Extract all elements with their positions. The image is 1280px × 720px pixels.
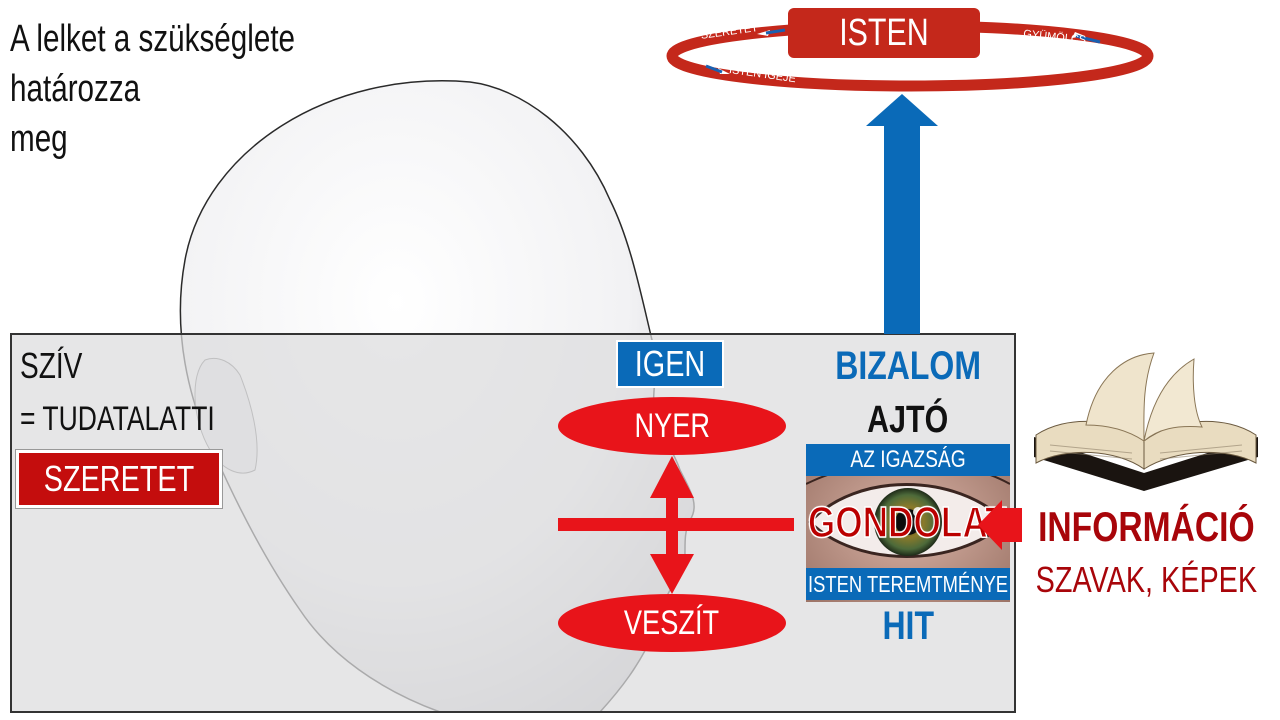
intro-line-1: A lelket a szükséglete [10,18,296,60]
love-badge [16,450,222,508]
yes-badge-label: IGEN [616,340,724,388]
truth-text: AZ IGAZSÁG [850,446,966,473]
lose-label: VESZÍT [624,603,720,642]
thought-label: GONDOLAT [776,496,1038,550]
heart-label: SZÍV [20,345,83,386]
yes-text: IGEN [634,343,706,384]
trust-text: BIZALOM [835,343,981,388]
yes-badge [616,340,724,388]
thought-text: GONDOLAT [807,497,1007,548]
creation-text: ISTEN TEREMTMÉNYE [807,570,1009,597]
intro-line-3: meg [10,118,68,160]
lose-ellipse: VESZÍT [558,594,786,652]
faith-text: HIT [882,603,934,648]
gain-ellipse: NYER [558,397,786,455]
god-label: ISTEN [790,8,978,58]
love-badge-label: SZERETET [16,450,222,508]
information-text: INFORMÁCIÓ [1037,503,1255,550]
god-text: ISTEN [839,11,929,54]
words-images-label: SZAVAK, KÉPEK [1026,556,1266,604]
arrow-up-head [650,456,694,498]
creation-bar: ISTEN TEREMTMÉNYE [806,568,1010,600]
intro-line-2: határozza [10,68,141,110]
words-images-text: SZAVAK, KÉPEK [1035,559,1257,600]
love-badge-text: SZERETET [43,458,195,499]
information-label: INFORMÁCIÓ [1026,502,1266,552]
subconscious-label: = TUDATALATTI [20,400,215,438]
open-bible-icon [1034,352,1258,491]
door-label: AJTÓ [806,396,1010,444]
arrow-down-head [650,554,694,594]
truth-bar: AZ IGAZSÁG [806,444,1010,476]
gain-label: NYER [634,406,710,445]
trust-label: BIZALOM [806,340,1010,392]
intro-text: A lelket a szükséglete határozza meg [10,14,295,164]
door-text: AJTÓ [867,398,949,441]
faith-label: HIT [806,600,1010,652]
